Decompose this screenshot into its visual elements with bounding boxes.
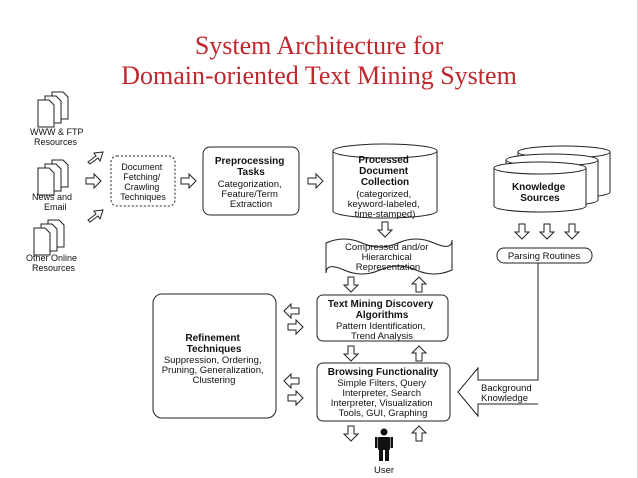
user-icon bbox=[375, 428, 393, 461]
source-news-label-1: News and bbox=[32, 192, 72, 202]
arrow-discovery-to-browsing-icon bbox=[343, 345, 359, 362]
parsing-routines-box bbox=[496, 247, 593, 264]
source-www-label-2: Resources bbox=[34, 137, 78, 147]
discovery-body: Pattern Identification, Trend Analysis bbox=[336, 321, 428, 342]
www-documents-icon bbox=[37, 91, 69, 128]
fetching-label: Document Fetching/ Crawling Techniques bbox=[120, 162, 166, 202]
source-news-label-2: Email bbox=[44, 202, 67, 212]
arrow-www-to-fetching-icon bbox=[87, 151, 104, 165]
arrow-other-to-fetching-icon bbox=[87, 209, 104, 223]
knowledge-sources-cylinders bbox=[493, 145, 611, 213]
slide-title-line-1: System Architecture for bbox=[194, 31, 444, 60]
preprocessing-body: Categorization, Feature/Term Extraction bbox=[218, 179, 285, 210]
slide-title-line-2: Domain-oriented Text Mining System bbox=[121, 61, 517, 90]
knowledge-sources-label: Knowledge Sources bbox=[512, 182, 568, 204]
arrow-browsing-to-user-icon bbox=[343, 425, 359, 442]
arrow-user-to-browsing-icon bbox=[411, 425, 427, 442]
arrow-knowledge-down-2-icon bbox=[539, 223, 555, 240]
source-other-label-1: Other Online bbox=[26, 253, 77, 263]
processed-collection-cylinder bbox=[332, 143, 438, 219]
background-knowledge-arrow bbox=[457, 263, 539, 418]
refinement-box bbox=[152, 293, 277, 419]
parsing-routines-label: Parsing Routines bbox=[508, 251, 581, 262]
compressed-representation-shape bbox=[325, 238, 453, 275]
browsing-functionality-box bbox=[316, 362, 451, 422]
browsing-body: Simple Filters, Query Interpreter, Searc… bbox=[331, 378, 435, 419]
preprocessing-box bbox=[202, 146, 300, 216]
other-documents-icon bbox=[33, 219, 65, 256]
arrow-refinement-to-discovery-icon bbox=[287, 319, 304, 335]
source-www-label-1: WWW & FTP bbox=[30, 127, 84, 137]
discovery-algorithms-box bbox=[316, 294, 449, 342]
arrow-processed-to-compressed-icon bbox=[377, 221, 393, 238]
processed-title: Processed Document Collection bbox=[358, 155, 411, 188]
source-other-label-2: Resources bbox=[32, 263, 76, 273]
arrow-knowledge-down-3-icon bbox=[564, 223, 580, 240]
background-knowledge-label: Background Knowledge bbox=[481, 383, 534, 404]
arrow-news-to-fetching-icon bbox=[85, 173, 102, 189]
arrow-knowledge-down-1-icon bbox=[514, 223, 530, 240]
user-label: User bbox=[374, 465, 394, 476]
preprocessing-title: Preprocessing Tasks bbox=[215, 156, 287, 178]
processed-body: (categorized, keyword-labeled, time-stam… bbox=[348, 189, 422, 220]
browsing-title: Browsing Functionality bbox=[328, 367, 439, 378]
arrow-discovery-to-compressed-icon bbox=[411, 276, 427, 293]
news-documents-icon bbox=[37, 159, 69, 196]
arrow-browsing-to-refinement-icon bbox=[283, 373, 300, 389]
arrow-discovery-to-refinement-icon bbox=[283, 303, 300, 319]
arrow-refinement-to-browsing-icon bbox=[287, 390, 304, 406]
discovery-title: Text Mining Discovery Algorithms bbox=[328, 299, 436, 321]
arrow-compressed-to-discovery-icon bbox=[343, 276, 359, 293]
arrow-preprocessing-to-processed-icon bbox=[307, 173, 324, 189]
arrow-browsing-to-discovery-icon bbox=[411, 345, 427, 362]
compressed-label: Compressed and/or Hierarchical Represent… bbox=[345, 242, 431, 273]
refinement-body: Suppression, Ordering, Pruning, Generali… bbox=[162, 355, 267, 386]
arrow-fetching-to-preprocessing-icon bbox=[180, 173, 197, 189]
refinement-title: Refinement Techniques bbox=[185, 333, 242, 355]
fetching-box bbox=[110, 155, 176, 207]
